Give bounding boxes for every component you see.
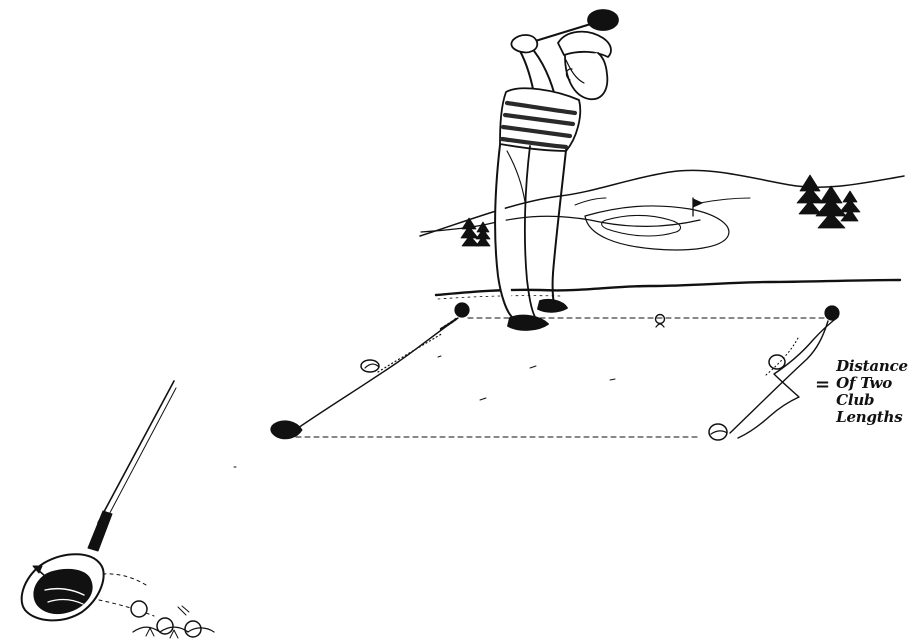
club-shaft bbox=[298, 318, 458, 428]
distance-label: Distance Of Two Club Lengths bbox=[836, 358, 908, 426]
golfer-trousers-center bbox=[525, 146, 535, 317]
foreground-ground-shadow bbox=[438, 296, 560, 299]
equals-sign: = bbox=[815, 376, 830, 394]
tee-icon bbox=[656, 315, 665, 328]
green-outline bbox=[585, 206, 729, 250]
distance-label-line-4: Lengths bbox=[836, 409, 908, 426]
club-head-icon bbox=[769, 355, 785, 369]
distance-label-line-1: Distance bbox=[836, 358, 908, 375]
golfer-head bbox=[565, 53, 607, 99]
club-head-icon bbox=[455, 303, 469, 317]
golfer-trousers-left bbox=[495, 145, 513, 318]
club-head-icon bbox=[271, 421, 302, 439]
distance-label-line-3: Club bbox=[836, 392, 908, 409]
club-shaft bbox=[730, 321, 828, 433]
golf-ball-icon bbox=[656, 315, 665, 324]
left-club-stack bbox=[271, 303, 469, 439]
club-head-icon bbox=[361, 360, 379, 372]
golfer-cap bbox=[558, 32, 611, 57]
distance-label-line-2: Of Two bbox=[836, 375, 908, 392]
driver-close-up-icon bbox=[22, 381, 214, 638]
golf-ball-icon bbox=[131, 601, 147, 617]
golfer-illustration bbox=[495, 10, 618, 330]
club-grip-texture bbox=[441, 319, 456, 329]
golfer-trousers-right bbox=[553, 150, 566, 310]
golfer-hands bbox=[511, 35, 537, 52]
background-landscape bbox=[420, 170, 904, 299]
sketch-marks bbox=[234, 356, 615, 467]
trouser-pocket bbox=[507, 151, 525, 202]
rear-hill-line bbox=[421, 216, 700, 232]
distance-callout: = Distance Of Two Club Lengths bbox=[815, 358, 908, 426]
pine-tree-icon bbox=[797, 175, 860, 228]
flag-icon bbox=[693, 198, 702, 216]
pine-tree-icon bbox=[461, 218, 490, 246]
golfer-shoe-right bbox=[538, 300, 567, 312]
fairway-curve-1 bbox=[575, 198, 606, 205]
fairway-curve-2 bbox=[700, 198, 750, 203]
